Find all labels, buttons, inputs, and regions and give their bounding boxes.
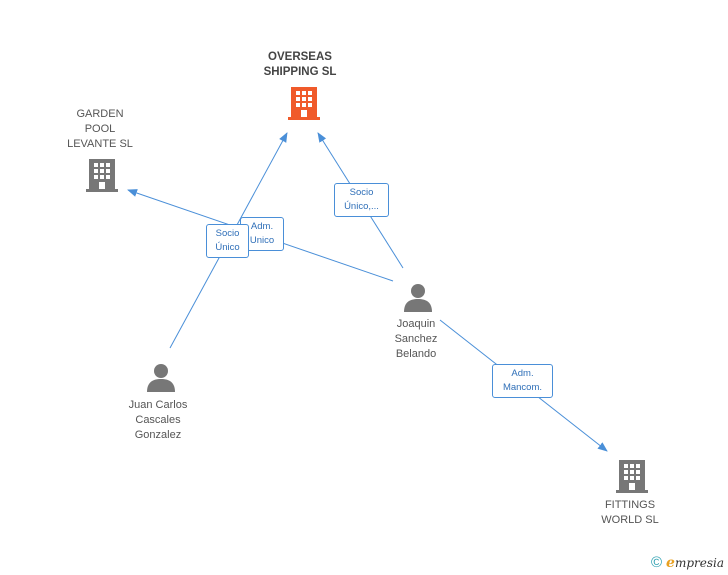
node-joaquin-line2: Sanchez [394,333,438,345]
node-overseas-line1: OVERSEAS [268,51,332,63]
edge-label-socio-unico-joaquin-line2: Único,... [344,201,379,212]
building-icon[interactable] [616,458,648,494]
empresia-logo[interactable]: empresia [666,555,724,571]
edge-label-socio-unico-joaquin[interactable]: Socio Único,... [334,183,389,217]
edge-label-socio-unico-juan[interactable]: Socio Único [206,224,249,258]
node-garden-line2: POOL [84,123,116,135]
edge-label-adm-mancom[interactable]: Adm. Mancom. [492,364,553,398]
node-overseas-line2: SHIPPING SL [263,66,337,78]
node-garden-label[interactable]: GARDEN POOL LEVANTE SL [50,107,150,152]
node-overseas-label[interactable]: OVERSEAS SHIPPING SL [250,50,350,80]
node-joaquin-label[interactable]: Joaquin Sanchez Belando [366,317,466,362]
person-icon[interactable] [146,362,176,392]
edge-label-adm-mancom-line1: Adm. [511,368,534,379]
edge-label-adm-unico-line1: Adm. [250,221,274,232]
node-fittings-line2: WORLD SL [601,514,659,526]
node-garden-line1: GARDEN [76,108,124,120]
footer-brand: © empresia [651,554,724,571]
brand-e: e [666,554,675,571]
building-icon[interactable] [288,85,320,121]
person-icon[interactable] [403,282,433,312]
node-juan-line3: Gonzalez [134,429,182,441]
edge-label-adm-mancom-line2: Mancom. [502,382,543,393]
node-juan-line2: Cascales [135,414,181,426]
copyright-icon: © [650,554,663,571]
node-garden-line3: LEVANTE SL [67,138,133,150]
node-fittings-label[interactable]: FITTINGS WORLD SL [580,498,680,528]
node-fittings-line1: FITTINGS [604,499,656,511]
node-juan-label[interactable]: Juan Carlos Cascales Gonzalez [108,398,208,443]
brand-rest: mpresia [674,555,724,570]
edge-label-socio-unico-juan-line2: Único [215,242,240,253]
edge-label-socio-unico-juan-line1: Socio [215,228,240,239]
edge-label-adm-unico-line2: Unico [249,235,275,246]
node-juan-line1: Juan Carlos [128,399,188,411]
node-joaquin-line3: Belando [395,348,437,360]
edge-label-socio-unico-joaquin-line1: Socio [349,187,374,198]
building-icon[interactable] [86,157,118,193]
node-joaquin-line1: Joaquin [396,318,436,330]
